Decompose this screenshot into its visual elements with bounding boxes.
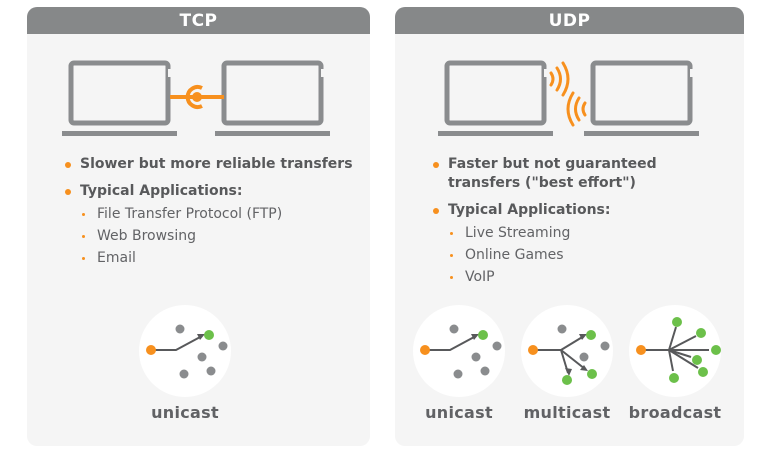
tcp-unicast: unicast xyxy=(135,305,235,422)
udp-app-item: Live Streaming xyxy=(448,222,730,244)
cast-label: broadcast xyxy=(628,403,722,422)
tcp-app-item: Web Browsing xyxy=(80,225,353,247)
unicast-diagram-icon xyxy=(139,305,231,397)
tcp-point-text: Slower but more reliable transfers xyxy=(80,156,353,172)
udp-unicast: unicast xyxy=(409,305,509,422)
udp-multicast: multicast xyxy=(517,305,617,422)
cast-label: multicast xyxy=(523,403,611,422)
broadcast-diagram-icon xyxy=(629,305,721,397)
laptops-wired-icon xyxy=(62,60,330,136)
tcp-title: TCP xyxy=(27,7,370,34)
udp-point: Faster but not guaranteed transfers ("be… xyxy=(430,155,730,193)
tcp-point-text: Typical Applications: xyxy=(80,183,243,199)
udp-app-item: Online Games xyxy=(448,244,730,266)
udp-broadcast: broadcast xyxy=(625,305,725,422)
udp-point-text: Typical Applications: xyxy=(448,202,611,218)
udp-panel: UDP Faster but not guaranteed transfers … xyxy=(395,7,744,446)
cast-label: unicast xyxy=(425,403,493,422)
laptops-wireless-icon xyxy=(438,60,699,136)
udp-app-item: VoIP xyxy=(448,266,730,288)
udp-point: Typical Applications: Live Streaming Onl… xyxy=(430,201,730,288)
tcp-app-item: Email xyxy=(80,247,353,269)
tcp-panel: TCP Slower but more reliable transfers T… xyxy=(27,7,370,446)
tcp-app-item: File Transfer Protocol (FTP) xyxy=(80,203,353,225)
unicast-diagram-icon xyxy=(413,305,505,397)
multicast-diagram-icon xyxy=(521,305,613,397)
udp-point-text: Faster but not guaranteed transfers ("be… xyxy=(448,156,657,191)
tcp-point: Slower but more reliable transfers xyxy=(62,155,353,174)
cast-label: unicast xyxy=(151,403,219,422)
udp-bullet-list: Faster but not guaranteed transfers ("be… xyxy=(430,155,730,296)
tcp-point: Typical Applications: File Transfer Prot… xyxy=(62,182,353,269)
udp-title: UDP xyxy=(395,7,744,34)
tcp-app-list: File Transfer Protocol (FTP) Web Browsin… xyxy=(80,203,353,269)
udp-app-list: Live Streaming Online Games VoIP xyxy=(448,222,730,288)
tcp-bullet-list: Slower but more reliable transfers Typic… xyxy=(62,155,353,277)
